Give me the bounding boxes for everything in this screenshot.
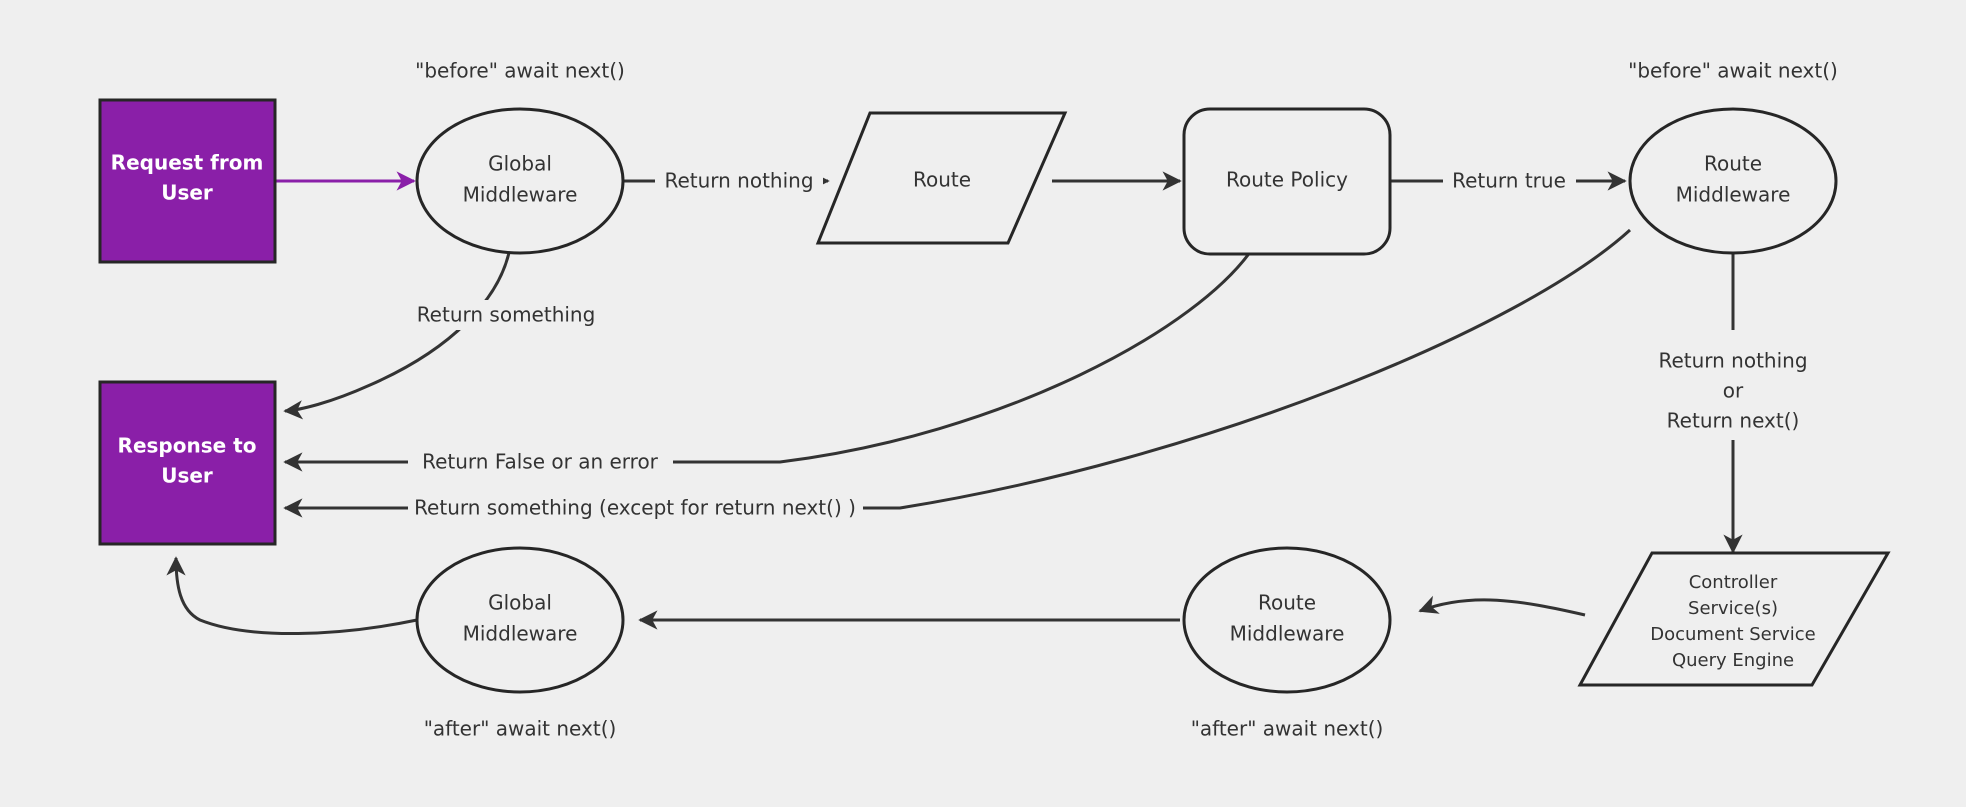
node-controller-line-4: Query Engine — [1672, 650, 1794, 671]
edge-global-middleware-return-something — [283, 247, 512, 420]
node-request-from-user-label-line2: User — [161, 181, 213, 205]
edge-label-return-something-except: Return something (except for return next… — [414, 496, 856, 520]
edge-label-return-something-bg — [408, 300, 603, 330]
edge-label-return-nothing-or-next-line3: Return next() — [1667, 409, 1800, 433]
node-response-to-user[interactable] — [98, 380, 277, 546]
node-controller-line-1: Controller — [1689, 572, 1778, 593]
annotation-after-await-next-global: "after" await next() — [424, 717, 617, 741]
annotation-before-await-next-global: "before" await next() — [415, 59, 625, 83]
node-route-label: Route — [913, 168, 971, 192]
edge-label-return-nothing-bg — [655, 166, 823, 196]
node-route-middleware-top[interactable] — [1628, 107, 1838, 255]
node-global-middleware-top-label-line1: Global — [488, 152, 552, 176]
edge-global-middleware-bottom-to-response — [166, 556, 418, 636]
edge-route-policy-return-false-curve — [672, 244, 1257, 464]
node-global-middleware-bottom-label-line2: Middleware — [463, 622, 578, 646]
node-global-middleware-bottom[interactable] — [415, 546, 625, 694]
edge-label-return-true-bg — [1443, 166, 1576, 196]
node-request-from-user-label-line1: Request from — [111, 151, 264, 175]
node-route-middleware-top-label-line1: Route — [1704, 152, 1762, 176]
node-global-middleware-top[interactable] — [415, 107, 625, 255]
edge-label-return-something: Return something — [417, 303, 596, 327]
node-route-policy-label: Route Policy — [1226, 168, 1348, 192]
edge-label-return-nothing-or-next-bg — [1645, 346, 1823, 440]
edge-controller-to-route-middleware-bottom — [1418, 595, 1586, 617]
annotation-before-await-next-route: "before" await next() — [1628, 59, 1838, 83]
node-controller-line-2: Service(s) — [1688, 598, 1778, 619]
edge-label-return-something-except-bg — [408, 493, 863, 523]
node-route[interactable] — [815, 111, 1068, 245]
node-route-middleware-bottom[interactable] — [1182, 546, 1392, 694]
node-route-policy[interactable] — [1182, 107, 1392, 256]
edge-label-return-false-or-error: Return False or an error — [422, 450, 659, 474]
edge-label-return-true: Return true — [1452, 169, 1566, 193]
node-request-from-user[interactable] — [98, 98, 277, 264]
edge-route-middleware-return-something-curve — [862, 228, 1632, 510]
node-controller-line-3: Document Service — [1650, 624, 1816, 645]
edge-label-return-nothing-or-next-line1: Return nothing — [1658, 349, 1807, 373]
node-response-to-user-label-line1: Response to — [118, 434, 257, 458]
node-controller[interactable] — [1577, 551, 1891, 687]
edge-label-return-nothing-or-next-line2: or — [1723, 379, 1744, 403]
node-route-middleware-bottom-label-line1: Route — [1258, 591, 1316, 615]
edge-label-return-nothing: Return nothing — [664, 169, 813, 193]
node-route-middleware-top-label-line2: Middleware — [1676, 183, 1791, 207]
node-response-to-user-label-line2: User — [161, 464, 213, 488]
node-route-middleware-bottom-label-line2: Middleware — [1230, 622, 1345, 646]
node-global-middleware-bottom-label-line1: Global — [488, 591, 552, 615]
annotation-after-await-next-route: "after" await next() — [1191, 717, 1384, 741]
edge-label-return-false-bg — [408, 447, 673, 477]
node-global-middleware-top-label-line2: Middleware — [463, 183, 578, 207]
